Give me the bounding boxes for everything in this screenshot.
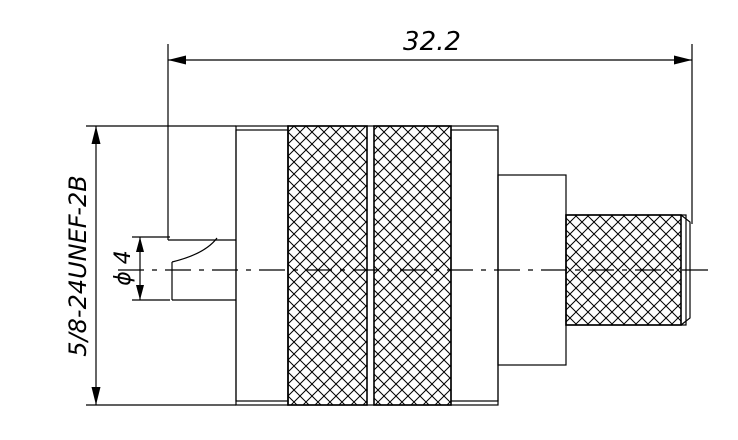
knurled-nut-2: [373, 125, 452, 406]
pin-diameter-dimension: ϕ 4: [111, 236, 170, 301]
overall-length-dimension: 32.2: [167, 27, 693, 240]
pin-diameter-label: ϕ 4: [111, 250, 136, 286]
thread-dimension: 5/8-24UNEF-2B: [64, 125, 236, 406]
thread-spec-label: 5/8-24UNEF-2B: [64, 175, 92, 356]
knurled-nut-1: [287, 125, 368, 406]
overall-length-label: 32.2: [403, 27, 461, 57]
center-pin: [168, 237, 236, 301]
